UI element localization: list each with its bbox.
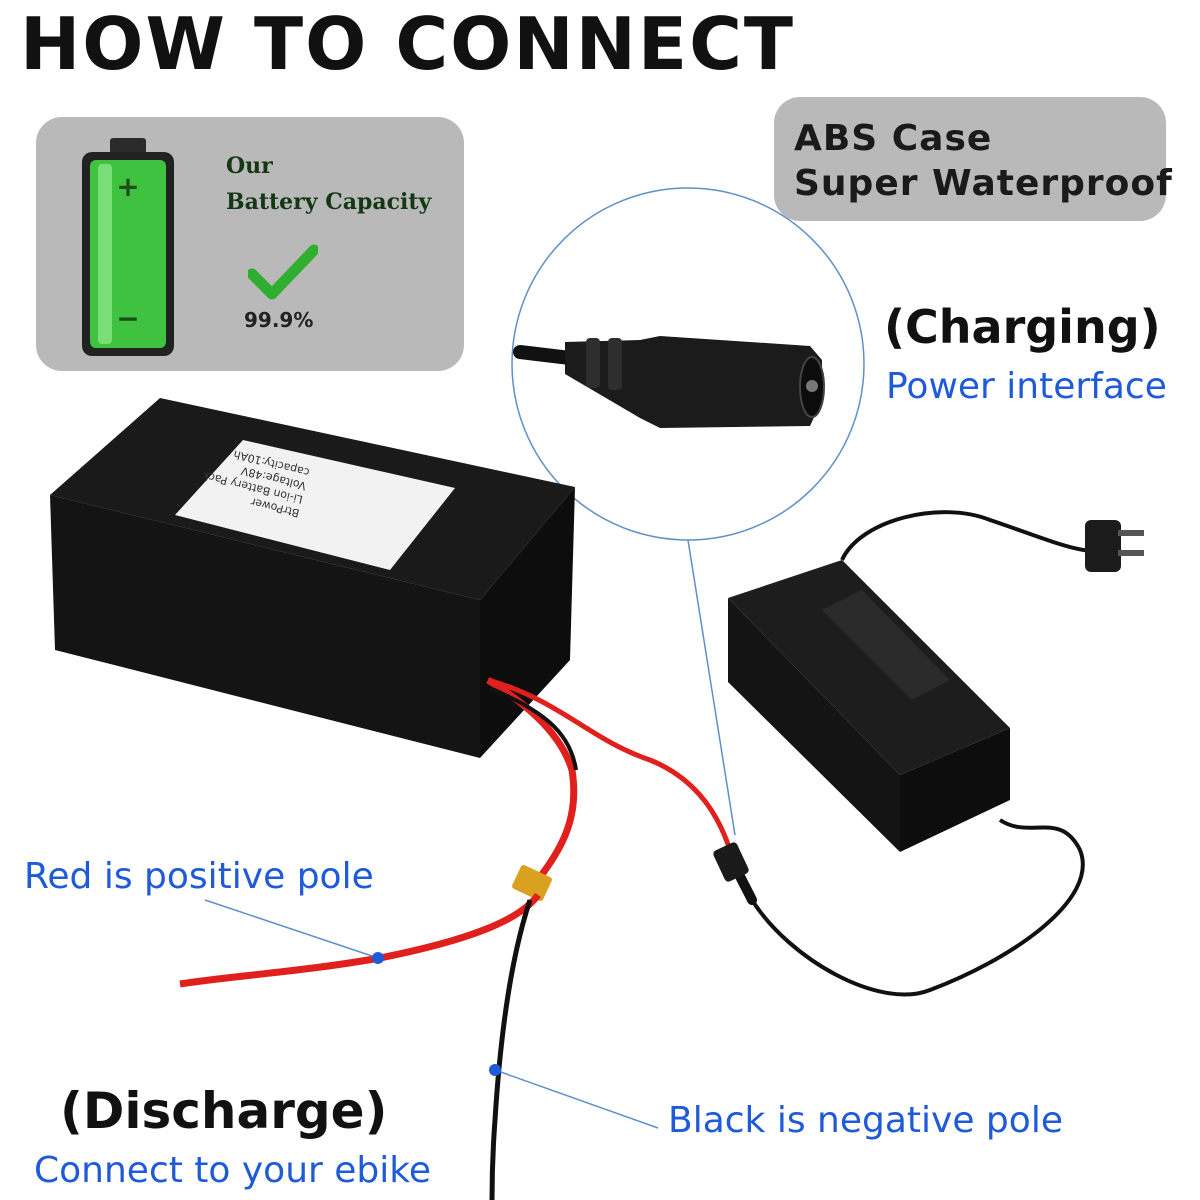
svg-text:−: −	[116, 302, 139, 335]
svg-text:+: +	[116, 170, 139, 203]
checkmark-icon	[248, 244, 318, 300]
black-pole-label: Black is negative pole	[668, 1100, 1063, 1141]
charging-caption: Power interface	[886, 366, 1167, 407]
capacity-line1: Our	[226, 153, 273, 179]
red-pin	[372, 952, 384, 964]
plug	[1085, 520, 1144, 572]
capacity-percent: 99.9%	[244, 308, 314, 332]
case-line2: Super Waterproof	[794, 163, 1173, 204]
page-title: HOW TO CONNECT	[20, 2, 796, 86]
battery-pack: BtrPowerLi-ion Battery PackVoltage:48Vca…	[50, 398, 575, 758]
magnifier-leader	[687, 539, 736, 836]
case-line1: ABS Case	[794, 118, 993, 159]
charging-heading: (Charging)	[884, 300, 1161, 354]
discharge-caption: Connect to your ebike	[34, 1150, 431, 1191]
red-pole-label: Red is positive pole	[24, 856, 374, 897]
black-pin	[489, 1064, 501, 1076]
magnifier-circle	[511, 187, 865, 541]
charger	[728, 560, 1010, 852]
black-leader	[494, 1069, 659, 1129]
capacity-line2: Battery Capacity	[226, 189, 432, 215]
red-leader	[204, 899, 379, 959]
discharge-heading: (Discharge)	[60, 1082, 388, 1140]
battery-icon: + −	[82, 138, 174, 356]
case-panel	[774, 97, 1166, 221]
